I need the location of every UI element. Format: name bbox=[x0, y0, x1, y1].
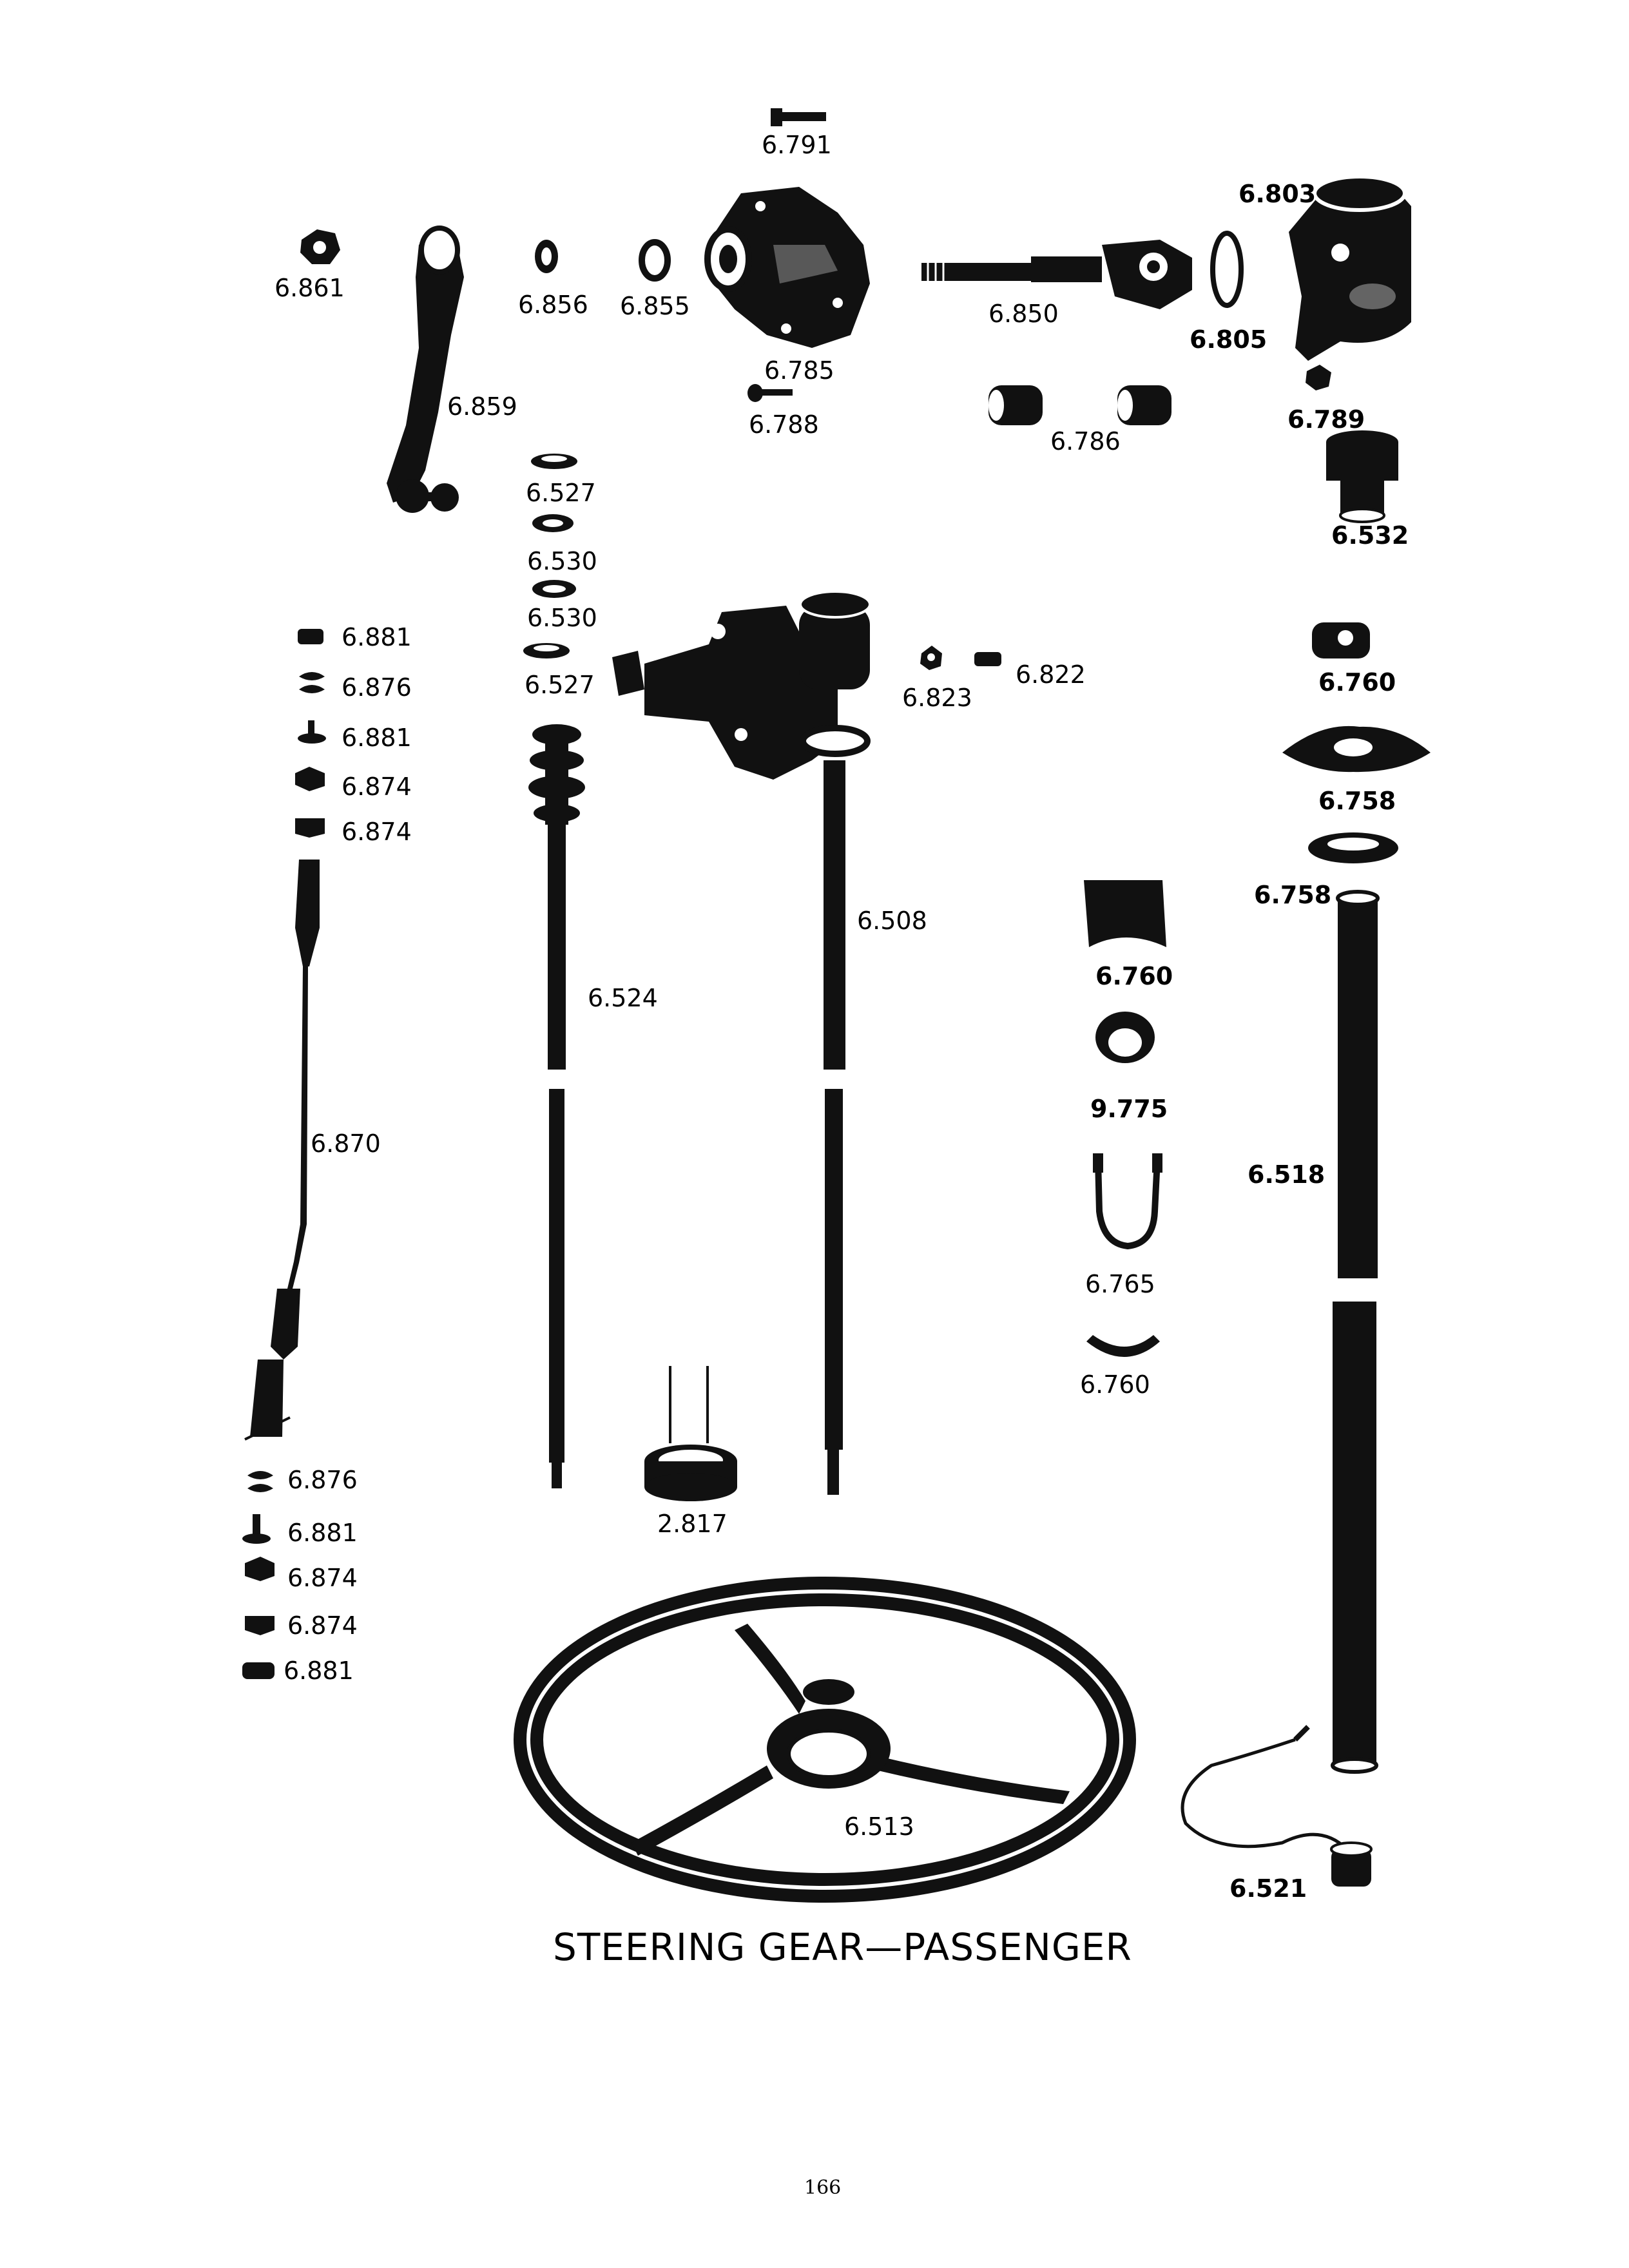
label-6765: 6.765 bbox=[1085, 1270, 1155, 1298]
label-6758-b: 6.758 bbox=[1254, 881, 1332, 909]
clamp-6760-top-part bbox=[1312, 622, 1370, 658]
seal-6855-part bbox=[639, 239, 671, 282]
bushings-6786-part bbox=[988, 385, 1171, 425]
cap-6532-part bbox=[1326, 430, 1398, 523]
race-6527-bottom-part bbox=[523, 643, 570, 658]
grommet-9775-part bbox=[1095, 1012, 1155, 1063]
pitman-arm-6859-part bbox=[387, 226, 464, 513]
small-parts-bottom-left bbox=[242, 1471, 275, 1679]
race-6527-top-part bbox=[531, 454, 577, 469]
jacket-tube-6518-part bbox=[1331, 890, 1380, 1774]
label-9775: 9.775 bbox=[1090, 1095, 1168, 1123]
page-title: STEERING GEAR—PASSENGER bbox=[553, 1925, 1132, 1969]
label-6513: 6.513 bbox=[844, 1812, 914, 1841]
clip-6760-part bbox=[1086, 1335, 1160, 1357]
label-6805: 6.805 bbox=[1190, 325, 1268, 354]
steering-wheel-6513-part bbox=[514, 1577, 1136, 1903]
gearbox-6508-part bbox=[612, 590, 871, 1495]
label-6786: 6.786 bbox=[1050, 427, 1121, 456]
label-6881-c: 6.881 bbox=[287, 1519, 358, 1547]
label-6822: 6.822 bbox=[1016, 660, 1086, 689]
label-6791: 6.791 bbox=[762, 131, 832, 159]
label-6876-b: 6.876 bbox=[287, 1466, 358, 1494]
label-6532: 6.532 bbox=[1331, 521, 1409, 550]
label-6859: 6.859 bbox=[447, 392, 517, 421]
housing-6785-part bbox=[704, 187, 870, 348]
label-6881-b: 6.881 bbox=[342, 724, 412, 752]
bracket-6760-part bbox=[1084, 880, 1166, 947]
label-6524: 6.524 bbox=[588, 984, 658, 1012]
label-6527-top: 6.527 bbox=[526, 479, 596, 507]
seal-6758-part bbox=[1308, 832, 1398, 863]
label-6760-top: 6.760 bbox=[1318, 668, 1396, 697]
label-6760-low: 6.760 bbox=[1080, 1370, 1150, 1399]
shaft-6524-part bbox=[528, 724, 585, 1488]
label-6789: 6.789 bbox=[1287, 405, 1365, 434]
label-6785: 6.785 bbox=[764, 356, 834, 385]
label-6874-c: 6.874 bbox=[287, 1564, 358, 1592]
cover-6803-part bbox=[1289, 175, 1411, 361]
label-6874-b: 6.874 bbox=[342, 818, 412, 846]
small-parts-top-left bbox=[295, 629, 326, 838]
label-6758-a: 6.758 bbox=[1318, 787, 1396, 815]
set-screw-6822-part bbox=[974, 652, 1001, 666]
label-6881-a: 6.881 bbox=[342, 623, 412, 651]
washer-6856-part bbox=[535, 240, 558, 273]
label-6760-mid: 6.760 bbox=[1095, 962, 1173, 990]
u-bolt-6765-part bbox=[1093, 1153, 1162, 1250]
nut-6789-part bbox=[1306, 365, 1331, 390]
label-6518: 6.518 bbox=[1248, 1160, 1325, 1189]
bolt-6791-part bbox=[771, 108, 826, 126]
plate-6758-part bbox=[1282, 726, 1431, 773]
label-6508: 6.508 bbox=[857, 907, 927, 935]
label-6527-bottom: 6.527 bbox=[525, 671, 595, 699]
label-6530-top: 6.530 bbox=[527, 547, 597, 575]
label-2817: 2.817 bbox=[657, 1510, 728, 1538]
sector-shaft-6850-part bbox=[921, 240, 1192, 309]
horn-contact-2817-part bbox=[644, 1366, 737, 1501]
label-6876-a: 6.876 bbox=[342, 673, 412, 702]
label-6855: 6.855 bbox=[620, 292, 690, 320]
screw-6788-part bbox=[747, 384, 793, 402]
horn-wire-6521-part bbox=[1181, 1725, 1373, 1887]
label-6856: 6.856 bbox=[518, 291, 588, 319]
bearing-6530-bottom-part bbox=[532, 580, 576, 598]
label-6874-d: 6.874 bbox=[287, 1611, 358, 1640]
label-6823: 6.823 bbox=[902, 684, 972, 712]
label-6861: 6.861 bbox=[275, 274, 345, 302]
nut-6861-part bbox=[300, 229, 340, 264]
bearing-6530-top-part bbox=[532, 514, 574, 532]
o-ring-6805-part bbox=[1210, 231, 1244, 308]
nut-6823-part bbox=[920, 646, 942, 670]
label-6874-a: 6.874 bbox=[342, 773, 412, 801]
page-number: 166 bbox=[804, 2177, 842, 2199]
label-6881-d: 6.881 bbox=[284, 1657, 354, 1685]
label-6530-bottom: 6.530 bbox=[527, 604, 597, 632]
gearshift-rod-6870-part bbox=[244, 860, 320, 1441]
label-6870: 6.870 bbox=[311, 1129, 381, 1158]
label-6803: 6.803 bbox=[1239, 180, 1316, 208]
label-6850: 6.850 bbox=[988, 300, 1059, 328]
label-6521: 6.521 bbox=[1229, 1874, 1307, 1903]
label-6788: 6.788 bbox=[749, 410, 819, 439]
